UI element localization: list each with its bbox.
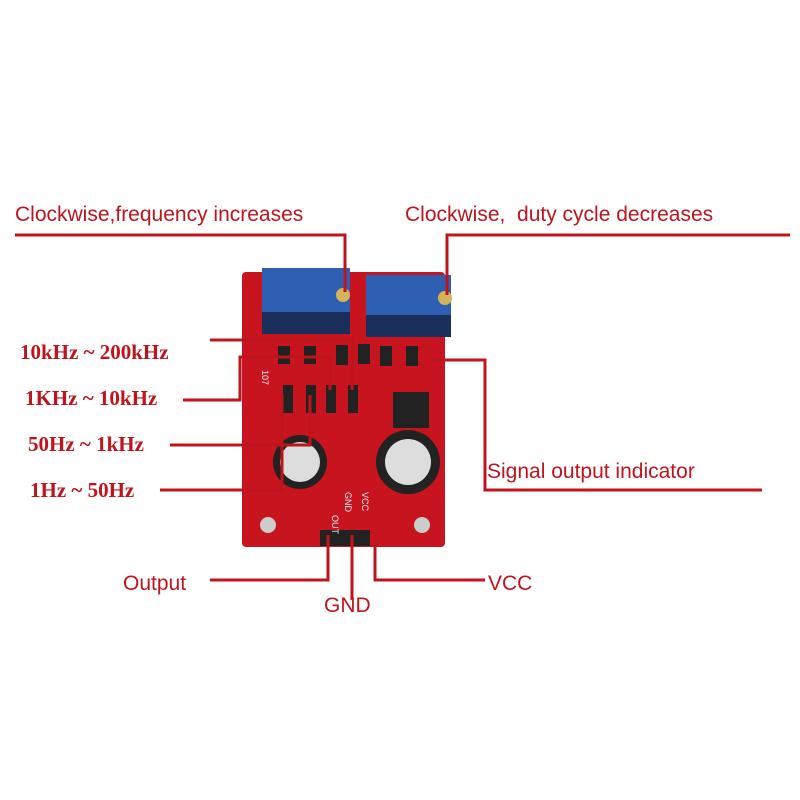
- label-output: Output: [123, 572, 186, 595]
- leader-frequency: [15, 233, 347, 292]
- leader-range1: [210, 338, 354, 390]
- leader-range2: [183, 355, 332, 402]
- leader-range3: [170, 395, 312, 447]
- pot-screw-icon: [438, 291, 452, 305]
- silk-model: 107: [260, 370, 270, 385]
- silk-out: OUT: [330, 515, 340, 535]
- chip: [393, 392, 429, 428]
- label-range-50-1k: 50Hz ~ 1kHz: [28, 432, 144, 456]
- label-frequency-pot: Clockwise,frequency increases: [15, 203, 303, 226]
- label-range-1k-10k: 1KHz ~ 10kHz: [25, 386, 157, 410]
- pcb-board: OUT GND VCC 107: [242, 268, 452, 547]
- silk-gnd: GND: [343, 492, 353, 513]
- leader-output: [210, 535, 330, 582]
- leader-range4: [160, 395, 284, 492]
- label-duty-pot: Clockwise, duty cycle decreases: [405, 203, 713, 226]
- label-range-1-50: 1Hz ~ 50Hz: [30, 478, 134, 502]
- silk-vcc: VCC: [360, 492, 370, 512]
- leader-duty: [445, 233, 790, 295]
- leader-vcc: [373, 535, 485, 582]
- pot-screw-icon: [336, 288, 350, 302]
- leader-indicator: [430, 358, 762, 492]
- label-gnd: GND: [324, 594, 371, 617]
- label-signal-indicator: Signal output indicator: [487, 460, 695, 483]
- label-vcc: VCC: [488, 572, 532, 595]
- pin-header: [320, 530, 370, 546]
- label-range-10k-200k: 10kHz ~ 200kHz: [20, 340, 169, 364]
